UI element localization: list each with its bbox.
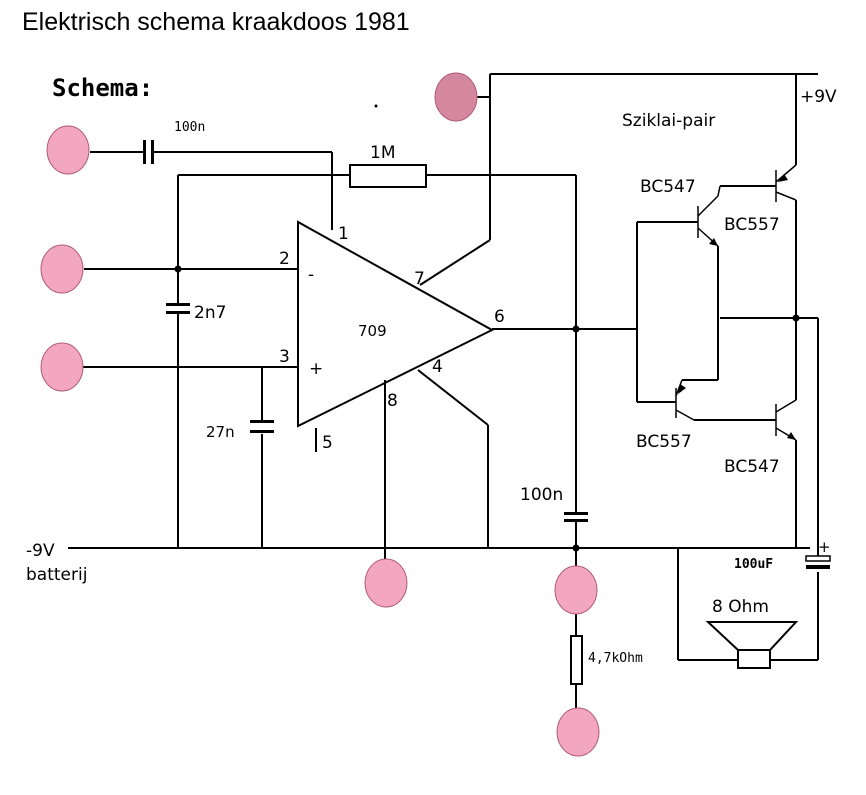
pin-1-label: 1 — [338, 224, 349, 244]
electrolytic-capacitor-label: 100uF — [734, 557, 773, 572]
contact-pad-resistor — [556, 707, 600, 757]
contact-pad-input — [46, 125, 90, 175]
opamp-triangle — [297, 220, 495, 428]
transistor-q4-label: BC547 — [724, 457, 780, 477]
transistor-q2 — [775, 164, 797, 202]
pin-3-label: 3 — [279, 347, 290, 367]
opamp-plus-sign: + — [309, 359, 323, 379]
capacitor-27n — [250, 420, 274, 434]
page-title: Elektrisch schema kraakdoos 1981 — [22, 8, 410, 36]
contact-pad-supply — [434, 72, 478, 122]
speaker-label: 8 Ohm — [712, 597, 769, 617]
pin-7-label: 7 — [414, 269, 425, 289]
schema-heading: Schema: — [52, 74, 153, 102]
capacitor-2n7 — [166, 303, 190, 314]
electrolytic-capacitor — [805, 555, 831, 572]
pin-4-label: 4 — [432, 357, 443, 377]
opamp-label: 709 — [358, 322, 387, 340]
wires — [68, 73, 819, 712]
transistor-q2-label: BC557 — [724, 215, 780, 235]
contact-pad-pin8 — [364, 558, 408, 608]
electrolytic-polarity-label: + — [818, 538, 831, 556]
contact-pads — [40, 72, 600, 757]
pin-2-label: 2 — [279, 249, 290, 269]
opamp-minus-sign: - — [308, 265, 314, 285]
contact-pad-output — [554, 565, 598, 615]
pin-5-label: 5 — [322, 433, 333, 453]
capacitor-27n-label: 27n — [206, 423, 235, 441]
transistor-q4 — [775, 399, 797, 441]
contact-pad-inverting — [40, 244, 84, 294]
pin-8-label: 8 — [387, 391, 398, 411]
resistor-4k7 — [570, 635, 583, 685]
feedback-resistor-label: 1M — [370, 143, 395, 163]
negative-supply-label: -9V — [26, 541, 55, 561]
output-capacitor — [564, 512, 588, 522]
contact-pad-noninverting — [40, 342, 84, 392]
resistor-4k7-label: 4,7kOhm — [588, 651, 643, 666]
sziklai-pair-label: Sziklai-pair — [622, 111, 715, 131]
input-capacitor-label: 100n — [174, 120, 205, 135]
transistor-q1-label: BC547 — [640, 177, 696, 197]
output-capacitor-label: 100n — [520, 485, 563, 505]
transistor-q3 — [675, 379, 695, 421]
speaker-icon — [705, 621, 799, 669]
input-capacitor — [143, 140, 154, 164]
capacitor-2n7-label: 2n7 — [194, 303, 226, 323]
battery-label: batterij — [26, 565, 87, 585]
junction-dots — [174, 265, 800, 552]
transistor-q3-label: BC557 — [636, 432, 692, 452]
transistor-q1 — [697, 185, 721, 247]
pin-6-label: 6 — [494, 307, 505, 327]
feedback-resistor — [349, 164, 427, 188]
positive-supply-label: +9V — [800, 87, 837, 107]
